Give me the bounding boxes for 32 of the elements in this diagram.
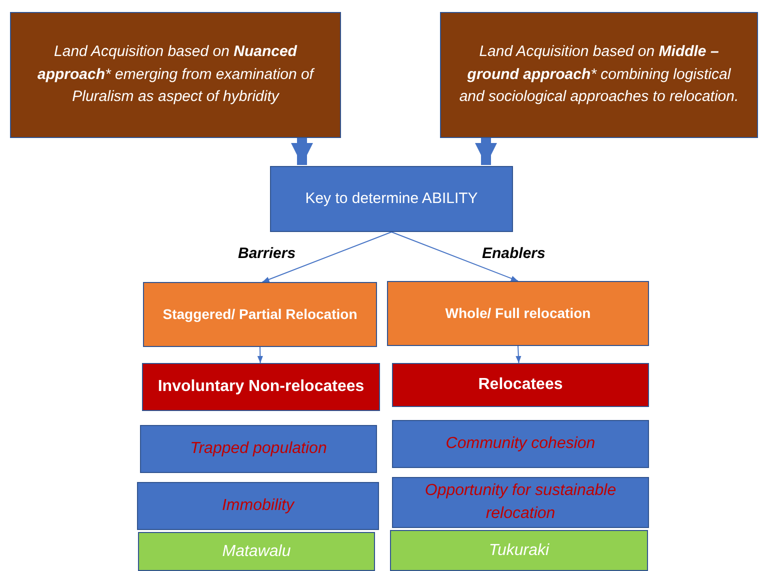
key-box [270,166,513,232]
block-arrow [475,138,497,165]
box-text: Involuntary Non-relocatees [158,377,364,397]
block-arrow [291,138,313,165]
arrow [391,232,518,282]
outcome-box [137,482,379,530]
box-text: Staggered/ Partial Relocation [162,306,358,323]
box-text: Community cohesion [446,434,596,454]
box-text: Land Acquisition based on Middle – ground approach* combining logistical and sociological approaches to relocation. [458,42,740,108]
box-text: Opportunity for sustainable relocation [424,481,618,524]
location-box [390,530,648,571]
group-box [392,363,649,407]
box-text: Whole/ Full relocation [445,305,591,322]
outcome-box [392,420,649,468]
box-text: Trapped population [190,438,327,459]
arrow [516,346,522,364]
box-text: Matawalu [222,542,291,562]
box-text: Tukuraki [488,540,550,560]
box-text: Land Acquisition based on Nuanced approach* emerging from examination of Pluralism as aspect of hybridity [36,42,316,108]
box-text: Key to determine ABILITY [305,190,478,208]
arrow [262,232,392,282]
outcome-box [140,425,377,473]
outcome-box [392,477,649,528]
box-text: Relocatees [478,375,563,395]
box-text: Immobility [222,496,294,516]
relocation-type-box [387,281,649,346]
arrow [257,346,263,364]
relocation-type-box [143,282,377,347]
approach-box [440,12,758,138]
group-box [142,363,380,411]
location-box [138,532,375,571]
approach-box [10,12,341,138]
